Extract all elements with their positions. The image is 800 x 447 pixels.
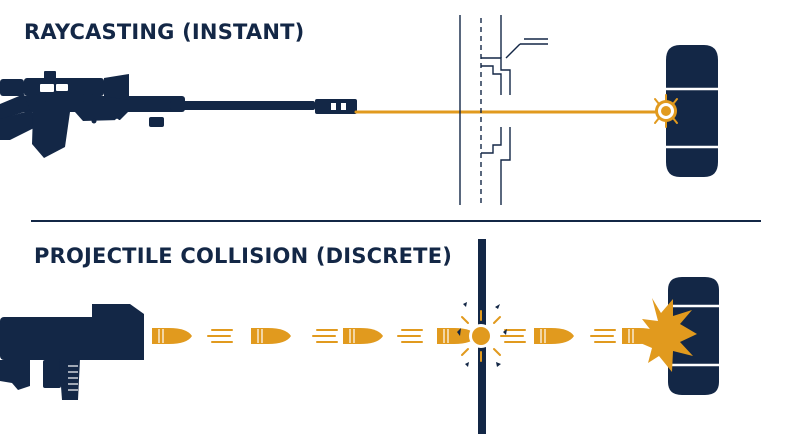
- target-capsule-icon: [668, 277, 719, 395]
- bullet-sequence: [151, 327, 663, 345]
- raycasting-section: [0, 15, 718, 205]
- projectile-section: [0, 239, 719, 434]
- bullet-icon: [151, 327, 193, 345]
- target-capsule-icon: [654, 45, 718, 177]
- speed-lines: [312, 329, 338, 343]
- speed-lines: [590, 329, 616, 343]
- sniper-rifle-icon: [0, 71, 357, 158]
- impact-burst-icon: [638, 298, 697, 372]
- bullet-icon: [533, 327, 575, 345]
- bullet-icon: [342, 327, 384, 345]
- speed-lines: [207, 329, 233, 343]
- speed-lines: [397, 329, 423, 343]
- impact-burst-icon: [457, 302, 507, 367]
- section-title-raycasting: RAYCASTING (INSTANT): [24, 20, 305, 44]
- section-title-projectile: PROJECTILE COLLISION (DISCRETE): [34, 244, 453, 268]
- launcher-icon: [0, 304, 144, 400]
- bullet-icon: [250, 327, 292, 345]
- wall-cross-section: [459, 15, 548, 205]
